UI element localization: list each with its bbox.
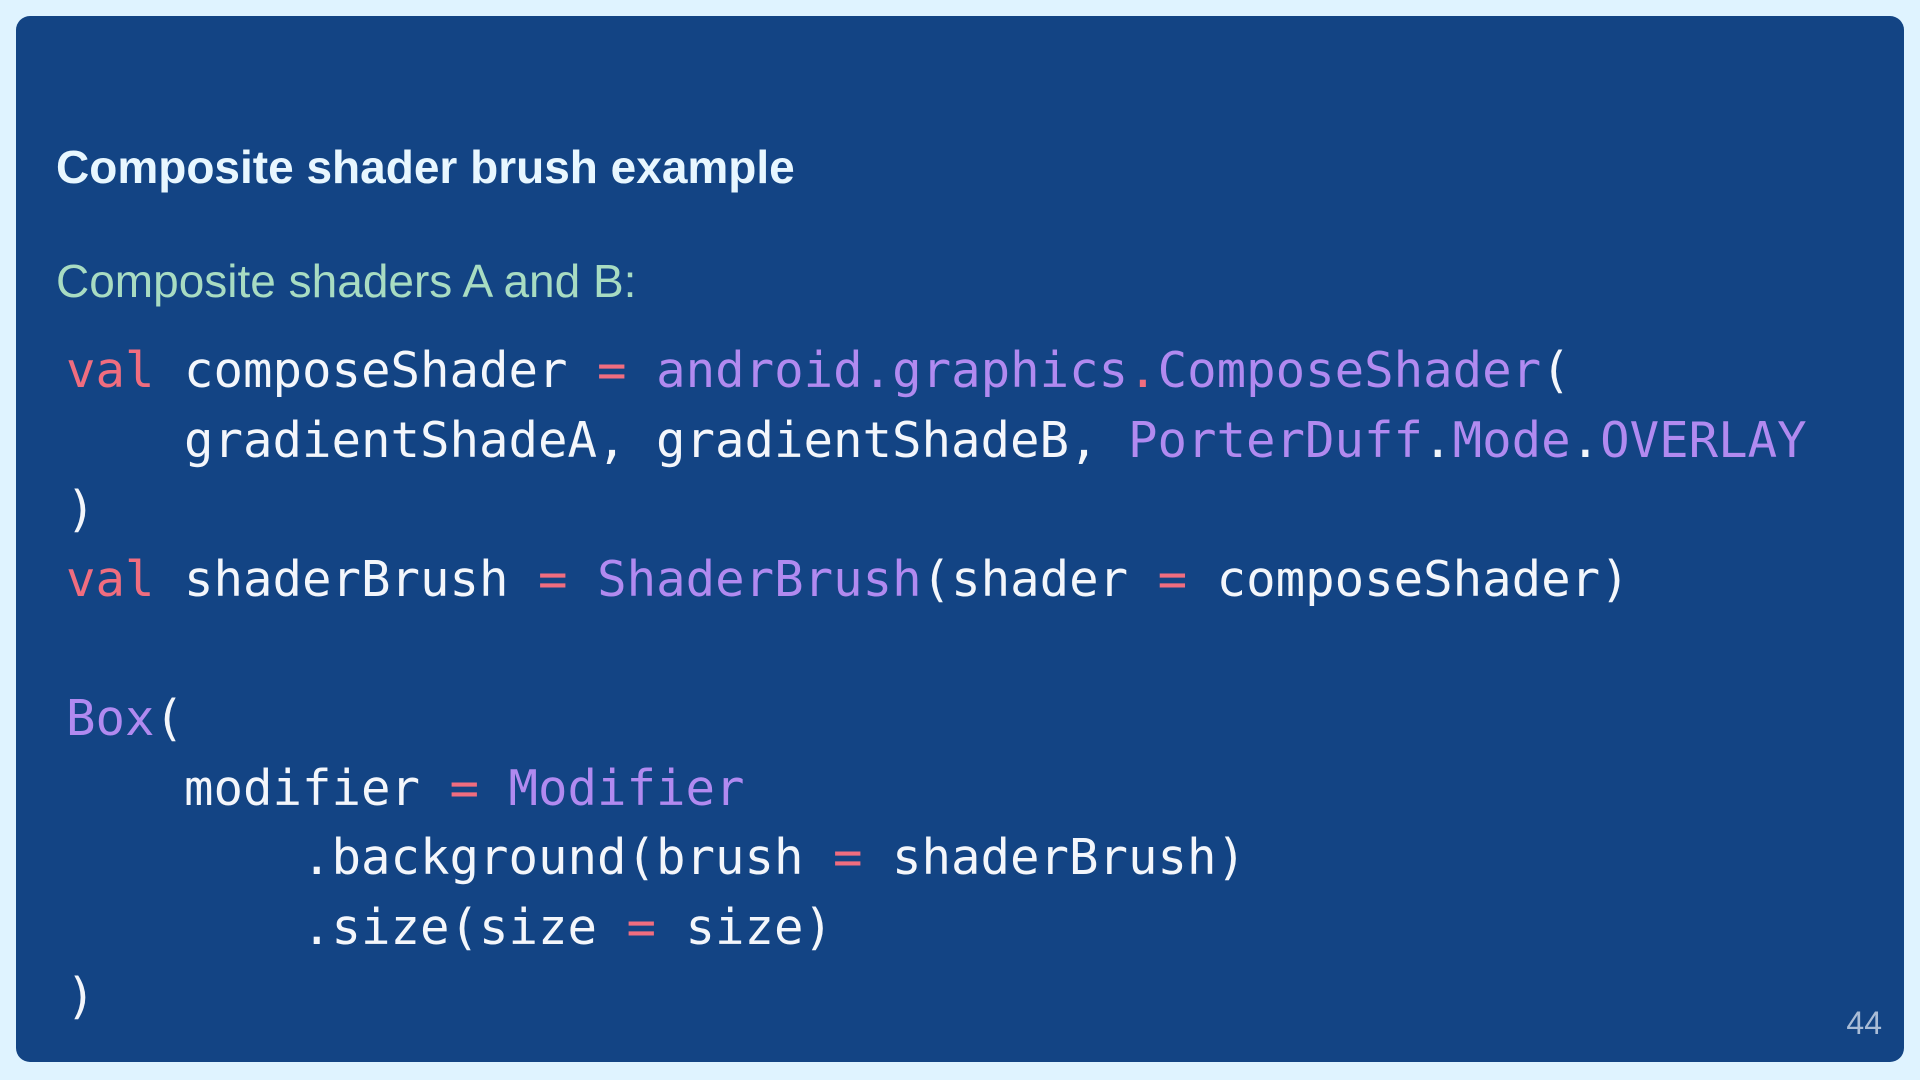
code-token: = <box>449 759 480 817</box>
code-token: ) <box>66 481 96 539</box>
code-token: .background(brush <box>66 829 834 887</box>
code-token: .size(size <box>66 898 627 956</box>
code-token: PorterDuff <box>1128 411 1424 469</box>
code-line: val shaderBrush = ShaderBrush(shader = c… <box>66 545 1807 615</box>
code-token: composeShader <box>154 342 598 399</box>
code-line: ) <box>66 962 1807 1032</box>
code-token: ( <box>154 689 185 747</box>
code-token: ) <box>66 968 96 1026</box>
code-token: (shader <box>921 550 1158 608</box>
code-line: Box( <box>66 684 1807 754</box>
code-token <box>627 342 657 399</box>
code-line: ) <box>66 475 1807 545</box>
slide-subtitle: Composite shaders A and B: <box>56 255 637 307</box>
code-token: OVERLAY <box>1600 411 1807 469</box>
slide-title: Composite shader brush example <box>56 141 795 193</box>
code-token: shaderBrush) <box>862 829 1247 887</box>
code-block: val composeShader = android.graphics.Com… <box>66 336 1807 1032</box>
code-token: Modifier <box>508 759 745 817</box>
code-token: composeShader) <box>1187 550 1630 608</box>
code-token <box>568 551 598 608</box>
code-token: val <box>66 342 155 399</box>
code-token: . <box>1423 411 1453 469</box>
slide: Composite shader brush example Composite… <box>16 16 1904 1062</box>
code-token <box>479 760 509 817</box>
code-token: = <box>833 829 863 887</box>
code-token: shaderBrush <box>154 550 539 608</box>
code-token: = <box>1157 550 1188 608</box>
code-token: size) <box>656 898 834 956</box>
code-token: Mode <box>1452 411 1571 469</box>
code-token: gradientShadeA, gradientShadeB, <box>66 411 1129 469</box>
code-token: Box <box>66 689 155 747</box>
code-token: ( <box>1541 342 1571 399</box>
code-token: ShaderBrush <box>597 550 922 608</box>
code-line: .background(brush = shaderBrush) <box>66 823 1807 893</box>
code-token: . <box>1128 342 1158 399</box>
code-line: gradientShadeA, gradientShadeB, PorterDu… <box>66 406 1807 476</box>
code-token: = <box>597 342 627 399</box>
code-token: = <box>538 550 568 608</box>
code-line <box>66 614 1807 684</box>
code-line: .size(size = size) <box>66 893 1807 963</box>
code-line: val composeShader = android.graphics.Com… <box>66 336 1807 406</box>
code-token: modifier <box>66 759 450 817</box>
code-line: modifier = Modifier <box>66 754 1807 824</box>
code-token: val <box>66 550 155 608</box>
code-token: android.graphics <box>656 342 1129 399</box>
page-number: 44 <box>1846 1005 1882 1041</box>
code-token: = <box>626 898 657 956</box>
code-token: ComposeShader <box>1157 342 1542 399</box>
code-token: . <box>1570 411 1601 469</box>
